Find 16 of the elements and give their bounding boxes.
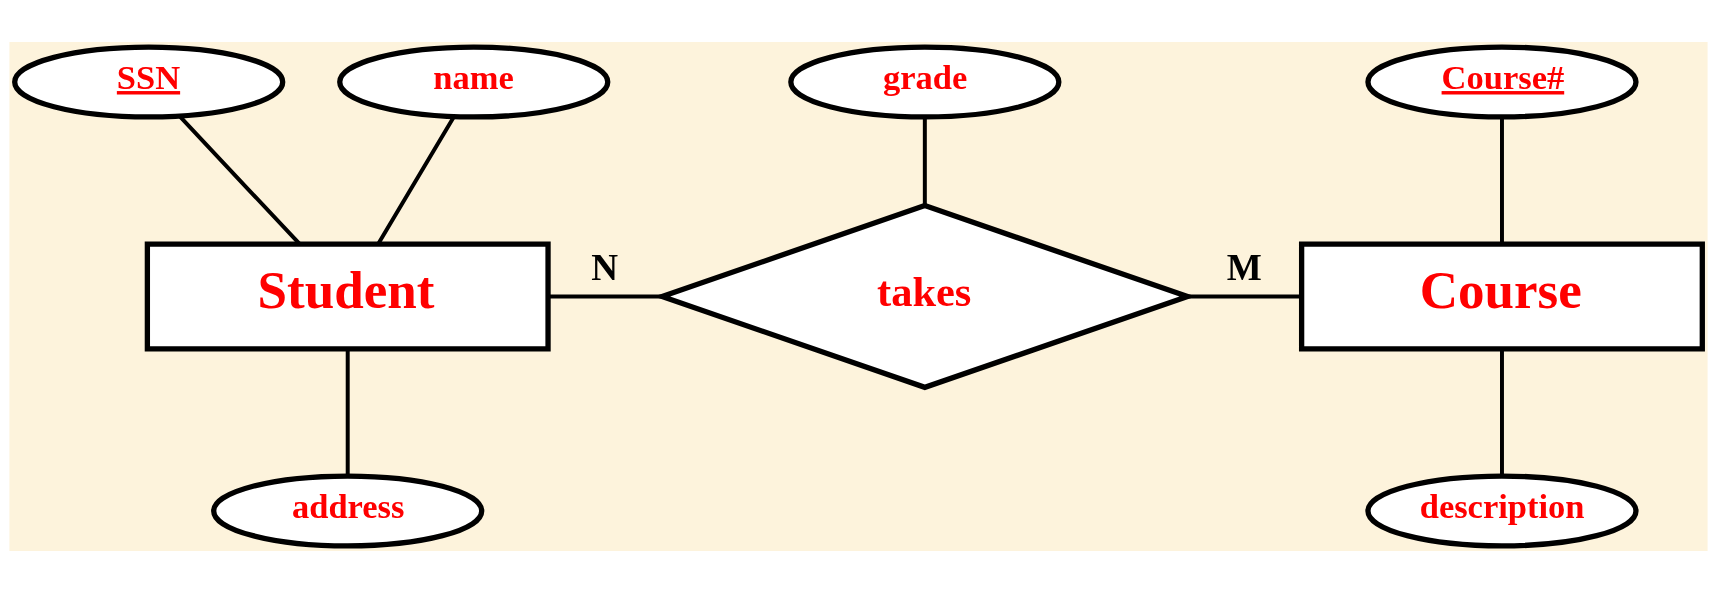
connector <box>922 116 927 206</box>
node-ellipse: address <box>211 472 485 549</box>
edge-label: M <box>1226 246 1262 288</box>
node-box: Course <box>1298 240 1705 352</box>
connector <box>345 348 350 476</box>
node-ellipse: Course# <box>1365 43 1639 120</box>
connector <box>1187 294 1302 298</box>
node-ellipse: description <box>1365 472 1639 549</box>
node-ellipse: name <box>337 43 611 120</box>
connector <box>1499 348 1504 476</box>
connector <box>1499 116 1504 244</box>
edge-label: N <box>591 246 618 288</box>
connector <box>548 294 662 298</box>
node-box: Student <box>144 240 551 352</box>
node-ellipse: grade <box>788 43 1062 120</box>
node-ellipse: SSN <box>12 43 286 120</box>
